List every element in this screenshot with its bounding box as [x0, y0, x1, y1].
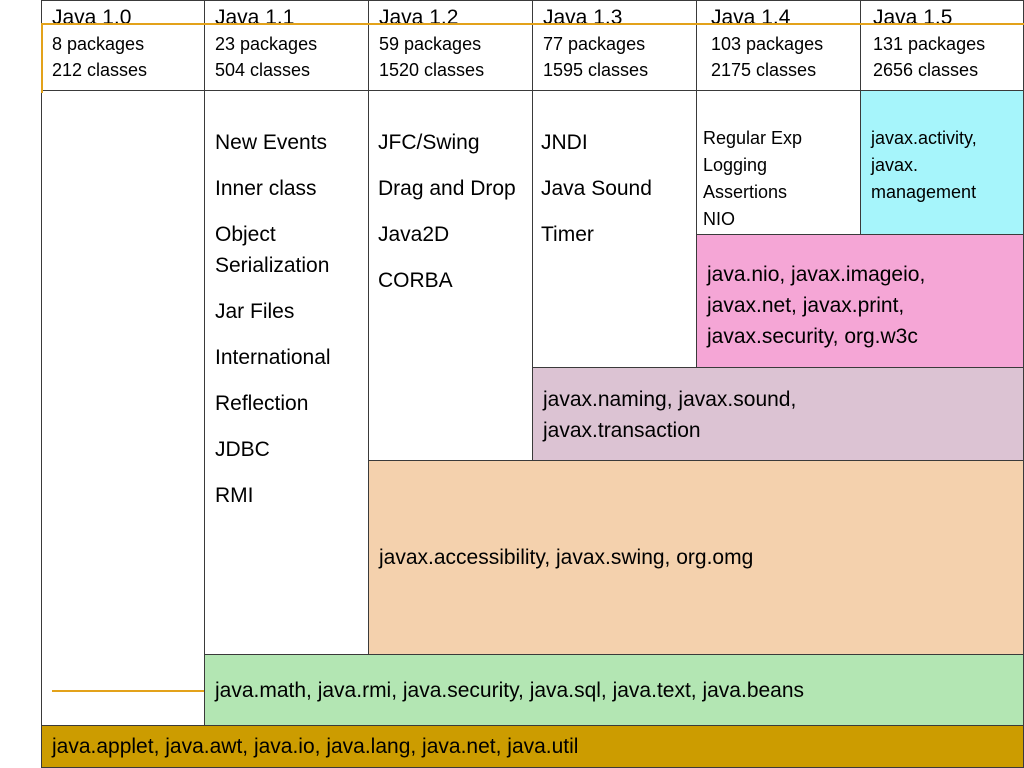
feature-item: Inner class [215, 177, 317, 200]
feature-item: NIO [703, 209, 736, 229]
feature-item: Java Sound [541, 177, 652, 200]
package-count: 8 packages [52, 34, 145, 54]
column-java-1-0 [41, 90, 205, 726]
features-java-1-1: New Events Inner class Object Serializat… [204, 90, 369, 655]
package-list: javax.activity, javax. management [871, 128, 977, 202]
package-count: 103 packages [711, 34, 824, 54]
class-count: 2656 classes [873, 60, 979, 80]
package-count: 77 packages [543, 34, 646, 54]
accent-line-top [41, 23, 1024, 25]
package-list: javax.naming, javax.sound, javax.transac… [543, 388, 797, 442]
package-list: java.nio, javax.imageio, javax.net, java… [707, 263, 926, 348]
feature-item: Logging [703, 155, 768, 175]
package-list: javax.accessibility, javax.swing, org.om… [379, 546, 754, 569]
class-count: 1595 classes [543, 60, 649, 80]
version-name: Java 1.2 [379, 6, 459, 29]
features-java-1-3: JNDI Java Sound Timer [532, 90, 697, 368]
header-java-1-0: Java 1.0 8 packages 212 classes [41, 0, 205, 91]
package-count: 59 packages [379, 34, 482, 54]
feature-item: Object Serialization [215, 223, 330, 277]
header-java-1-1: Java 1.1 23 packages 504 classes [204, 0, 369, 91]
package-list: java.applet, java.awt, java.io, java.lan… [52, 735, 579, 758]
feature-item: Reflection [215, 392, 309, 415]
version-name: Java 1.4 [711, 6, 791, 29]
feature-item: RMI [215, 484, 254, 507]
packages-java-1-4: java.nio, javax.imageio, javax.net, java… [696, 234, 1024, 368]
feature-item: Java2D [378, 223, 450, 246]
class-count: 212 classes [52, 60, 148, 80]
version-name: Java 1.3 [543, 6, 623, 29]
packages-java-1-1: java.math, java.rmi, java.security, java… [204, 654, 1024, 726]
feature-item: Drag and Drop [378, 177, 516, 200]
feature-item: Assertions [703, 182, 788, 202]
packages-java-1-5: javax.activity, javax. management [860, 90, 1024, 235]
package-count: 131 packages [873, 34, 986, 54]
feature-item: JFC/Swing [378, 131, 480, 154]
accent-line-bottom [52, 690, 204, 692]
version-name: Java 1.5 [873, 6, 953, 29]
version-name: Java 1.1 [215, 6, 295, 29]
version-name: Java 1.0 [52, 6, 132, 29]
header-java-1-5: Java 1.5 131 packages 2656 classes [860, 0, 1024, 91]
feature-item: New Events [215, 131, 328, 154]
packages-java-1-3: javax.naming, javax.sound, javax.transac… [532, 367, 1024, 461]
feature-item: International [215, 346, 331, 369]
feature-item: JNDI [541, 131, 588, 154]
features-java-1-4: Regular Exp Logging Assertions NIO [696, 90, 861, 235]
accent-line-left [41, 23, 43, 93]
feature-item: Regular Exp [703, 128, 803, 148]
class-count: 2175 classes [711, 60, 817, 80]
feature-item: JDBC [215, 438, 270, 461]
feature-item: CORBA [378, 269, 453, 292]
feature-item: Timer [541, 223, 594, 246]
header-java-1-3: Java 1.3 77 packages 1595 classes [532, 0, 697, 91]
header-java-1-4: Java 1.4 103 packages 2175 classes [696, 0, 861, 91]
features-java-1-2: JFC/Swing Drag and Drop Java2D CORBA [368, 90, 533, 461]
class-count: 1520 classes [379, 60, 485, 80]
packages-java-1-2: javax.accessibility, javax.swing, org.om… [368, 460, 1024, 655]
header-java-1-2: Java 1.2 59 packages 1520 classes [368, 0, 533, 91]
feature-item: Jar Files [215, 300, 295, 323]
package-list: java.math, java.rmi, java.security, java… [215, 678, 805, 702]
package-count: 23 packages [215, 34, 318, 54]
packages-java-1-0: java.applet, java.awt, java.io, java.lan… [41, 725, 1024, 768]
class-count: 504 classes [215, 60, 311, 80]
